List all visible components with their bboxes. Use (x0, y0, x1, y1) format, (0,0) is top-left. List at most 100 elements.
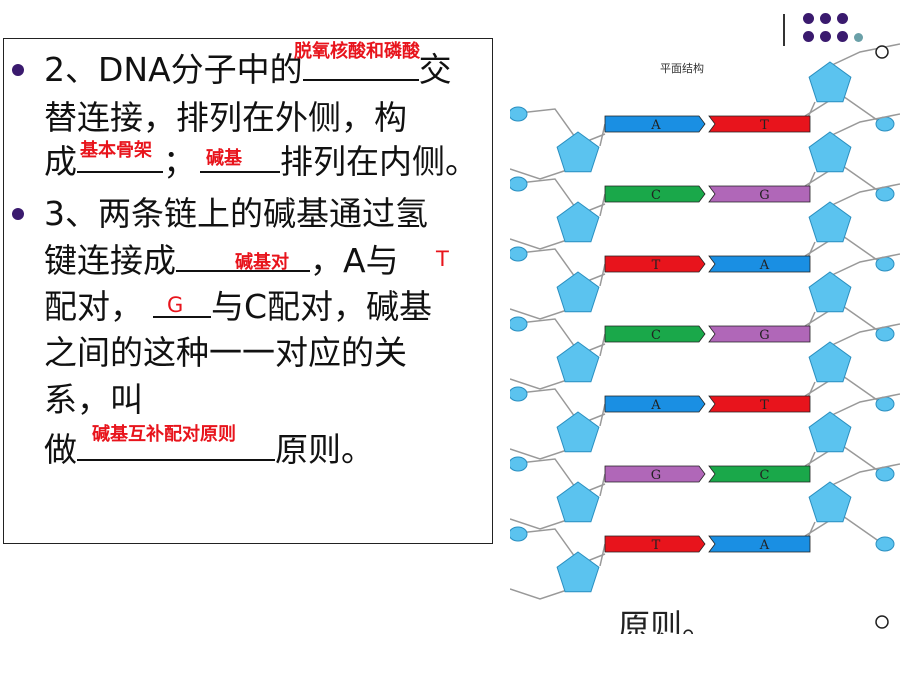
base-letter-right: G (759, 188, 769, 203)
strand-end-marker (875, 615, 889, 629)
text-line-6: 配对， 与C配对，碱基 (44, 287, 432, 327)
decor-dot (837, 13, 848, 24)
base-connector (599, 473, 606, 497)
decor-dot (803, 31, 814, 42)
base-letter-left: C (651, 328, 661, 343)
sugar-pentagon-right (808, 201, 852, 243)
base-left (604, 115, 706, 133)
blank-g (153, 288, 211, 318)
decor-dots (803, 13, 873, 49)
base-connector (599, 333, 606, 357)
decor-dot (820, 31, 831, 42)
text-line-5: 键连接成，A与 (44, 241, 399, 281)
text-segment: 成 (44, 142, 77, 181)
base-left (604, 395, 706, 413)
text-segment: 与C配对，碱基 (211, 287, 433, 326)
base-letter-left: T (652, 538, 661, 553)
bullet-point (12, 208, 24, 220)
sugar-pentagon-right (808, 481, 852, 523)
phosphate-right (875, 326, 895, 342)
base-letter-left: T (652, 258, 661, 273)
phosphate-left (510, 246, 528, 262)
diagram-title: 平面结构 (660, 61, 704, 75)
base-left (604, 255, 706, 273)
base-left (604, 185, 706, 203)
base-letter-right: C (760, 468, 770, 483)
sugar-pentagon-left (556, 201, 600, 243)
base-connector (599, 123, 606, 147)
text-segment: 做 (44, 430, 77, 469)
sugar-pentagon-right (808, 271, 852, 313)
base-letter-left: A (650, 118, 661, 133)
backbone-left (510, 248, 606, 285)
text-line-2: 替连接，排列在外侧，构 (44, 98, 407, 137)
text-segment: 2、DNA分子中的 (44, 50, 303, 89)
backbone-left (510, 458, 606, 495)
text-line-7: 之间的这种一一对应的关 (44, 333, 407, 372)
base-right (708, 465, 811, 483)
blank-bases (200, 143, 280, 173)
sugar-pentagon-right (808, 341, 852, 383)
base-right (708, 325, 811, 343)
phosphate-left (510, 456, 528, 472)
decor-dot (837, 31, 848, 42)
backbone-left (510, 318, 606, 355)
sugar-pentagon-left (556, 341, 600, 383)
decor-divider (783, 14, 785, 46)
base-left (604, 535, 706, 553)
phosphate-right (875, 536, 895, 552)
blank-backbone (302, 51, 419, 81)
text-segment: 配对， (44, 287, 143, 326)
answer-bases: 碱基 (206, 148, 242, 169)
text-line-4: 3、两条链上的碱基通过氢 (44, 194, 428, 233)
blank-base-pair (176, 242, 310, 272)
base-right (708, 395, 811, 413)
phosphate-left (510, 106, 528, 122)
backbone-left (510, 108, 606, 145)
backbone-left (510, 178, 606, 215)
base-connector (599, 193, 606, 217)
blank-rule (77, 431, 275, 461)
sugar-pentagon-left (556, 271, 600, 313)
phosphate-right (875, 186, 895, 202)
base-letter-right: T (760, 398, 769, 413)
base-right (708, 185, 811, 203)
sugar-pentagon-right (808, 411, 852, 453)
answer-t: T (436, 247, 449, 271)
phosphate-right (875, 466, 895, 482)
text-box (3, 38, 493, 544)
answer-backbone-chain: 脱氧核酸和磷酸 (294, 41, 420, 62)
base-right (708, 535, 811, 553)
answer-base-pair: 碱基对 (235, 252, 289, 273)
base-connector (599, 543, 606, 567)
base-letter-right: A (759, 538, 770, 553)
strand-end-marker (875, 45, 889, 59)
text-segment: ； (163, 142, 196, 181)
phosphate-right (875, 116, 895, 132)
base-left (604, 325, 706, 343)
backbone-left (510, 528, 606, 565)
text-segment: 原则。 (275, 430, 374, 469)
bullet-point (12, 64, 24, 76)
base-right (708, 115, 811, 133)
diagram-caption: 原则。 (618, 607, 715, 634)
base-left (604, 465, 706, 483)
text-segment: ，A与 (310, 241, 399, 280)
text-segment: 交 (418, 50, 452, 89)
backbone-left (510, 388, 606, 425)
base-connector (599, 263, 606, 287)
phosphate-left (510, 176, 528, 192)
phosphate-left (510, 526, 528, 542)
text-line-1: 2、DNA分子中的 交 (44, 50, 452, 90)
base-letter-right: T (760, 118, 769, 133)
decor-dot (803, 13, 814, 24)
base-connector (599, 403, 606, 427)
blank-skeleton (77, 143, 163, 173)
text-line-3: 成；排列在内侧。 (44, 142, 478, 182)
text-line-9: 做 原则。 (44, 430, 374, 470)
base-letter-left: A (650, 398, 661, 413)
base-letter-right: A (759, 258, 770, 273)
answer-rule: 碱基互补配对原则 (92, 424, 236, 445)
sugar-pentagon-left (556, 551, 600, 593)
